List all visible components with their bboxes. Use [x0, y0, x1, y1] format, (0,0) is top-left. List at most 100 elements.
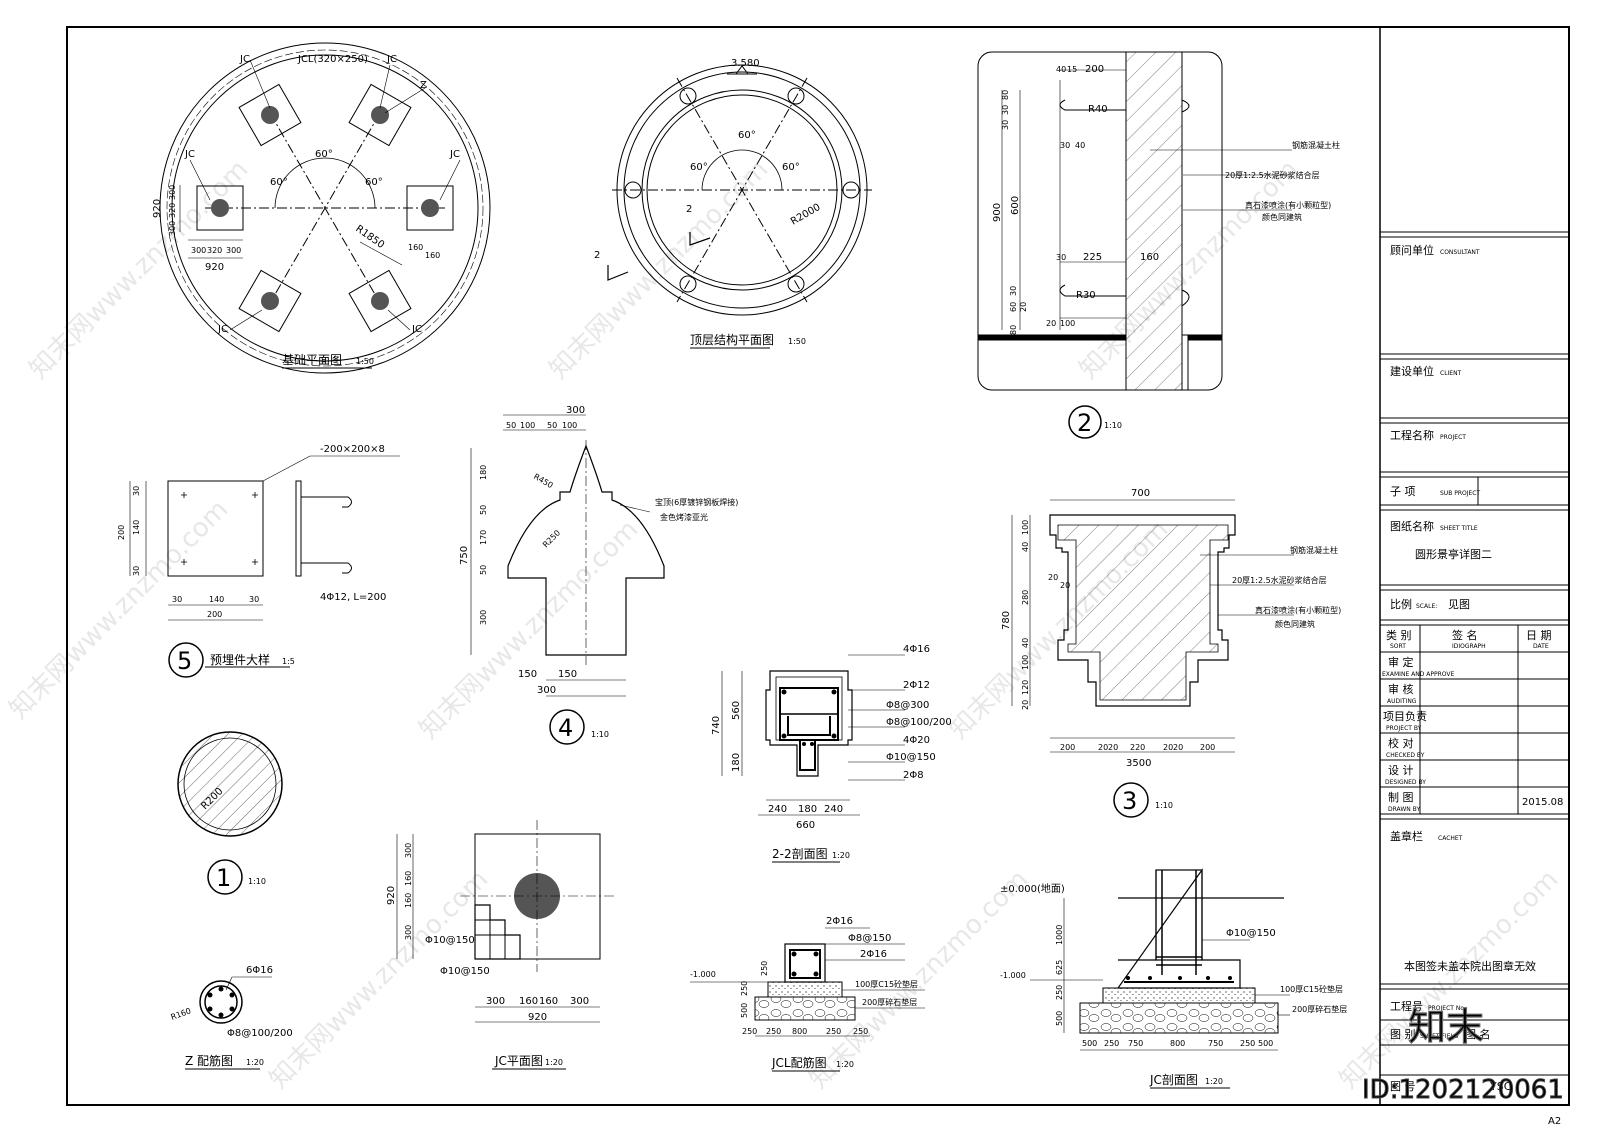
dim: 140: [209, 595, 224, 604]
dim: 750: [1208, 1039, 1223, 1048]
dim: 300: [226, 246, 241, 255]
dim: 300: [479, 610, 488, 625]
drawing-scale: 1:10: [1155, 801, 1173, 810]
rebar-note: Φ8@150: [848, 933, 891, 944]
anchor-spec: 4Φ12, L=200: [320, 592, 386, 603]
note: 颜色同建筑: [1262, 212, 1302, 222]
dim: 800: [1170, 1039, 1185, 1048]
label-jc: JC: [184, 149, 195, 160]
watermark-text: 知末网www.znzmo.com: [1334, 864, 1565, 1095]
detail-marker: [549, 709, 585, 745]
cachet-label: 盖章栏: [1390, 829, 1423, 843]
role-label: 制 图: [1388, 791, 1414, 804]
role-label: 校 对: [1388, 736, 1414, 750]
section-2-2-text: 740 560 180 240 180 240 660 4Φ16 2Φ12 Φ8…: [711, 644, 952, 861]
drawing-scale: 1:20: [545, 1058, 563, 1067]
note: 真石漆喷涂(有小颗粒型): [1255, 605, 1341, 615]
sheet-title-value: 圆形景亭详图二: [1415, 547, 1492, 561]
dim: 30: [1009, 286, 1018, 296]
dim: 250: [766, 1027, 781, 1036]
header-idiograph-en: IDIOGRAPH: [1452, 643, 1486, 650]
angle: 60°: [270, 177, 288, 188]
drawing-title: 预埋件大样: [210, 652, 270, 667]
drawing-scale: 1:10: [1104, 421, 1122, 430]
angle: 60°: [315, 149, 333, 160]
dim: 100: [562, 421, 577, 430]
dim: 750: [1128, 1039, 1143, 1048]
dim: 250: [1240, 1039, 1255, 1048]
dim: 20: [1048, 573, 1058, 582]
drawing-scale: 1:20: [836, 1060, 854, 1069]
sheet-field-label: 图 别: [1390, 1028, 1416, 1041]
drawn-date: 2015.08: [1522, 797, 1563, 808]
sheet-no-value: YSC: [1489, 1080, 1512, 1093]
drawing-scale: 1:20: [246, 1058, 264, 1067]
note: 20厚1:2.5水泥砂浆结合层: [1232, 575, 1327, 585]
rebar-note: 4Φ16: [903, 644, 930, 655]
dim: 280: [1021, 590, 1030, 605]
detail-number: 1: [216, 864, 231, 892]
note: 颜色同建筑: [1275, 619, 1315, 629]
detail-1: R200 1 1:10: [177, 731, 283, 895]
section-mark: 2: [686, 204, 692, 215]
detail-marker: [1068, 405, 1102, 439]
role-label-en: CHECKED BY: [1386, 752, 1425, 759]
detail-3: [1011, 499, 1294, 753]
watermark-text: 知末网www.znzmo.com: [414, 514, 645, 745]
rebar-note: Φ10@150: [440, 966, 490, 977]
role-label-en: DRAWN BY: [1388, 806, 1420, 813]
sheet-no-label: 图 号: [1390, 1080, 1416, 1093]
stamp-note: 本图签未盖本院出图章无效: [1404, 959, 1536, 973]
label-jc: JC: [386, 54, 397, 65]
radius: R1850: [353, 223, 386, 251]
detail-number: 2: [1077, 409, 1092, 437]
detail-3-text: 700 100 40 20 20 280 40 100 120 20 780 2…: [1001, 488, 1341, 818]
sheet-size: A2: [1548, 1116, 1561, 1127]
drawing-title: 2-2剖面图: [772, 847, 828, 861]
elevation: ±0.000(地面): [1000, 882, 1065, 895]
drawing-title: JC剖面图: [1149, 1073, 1198, 1087]
role-label: 项目负责: [1383, 709, 1427, 723]
dim: 20: [1046, 319, 1056, 328]
dim: 80: [1001, 90, 1010, 100]
dim: 780: [1001, 611, 1012, 630]
drawing-title: JC平面图: [494, 1054, 543, 1068]
rebar-note: 2Φ16: [860, 949, 887, 960]
dim: 800: [792, 1027, 807, 1036]
dim: 240: [824, 804, 843, 815]
dim: 15: [1067, 65, 1077, 74]
project-no-label-en: PROJECT No.: [1428, 1005, 1466, 1012]
dim: 300: [566, 405, 585, 416]
label-jc: JC: [449, 149, 460, 160]
rebar-note: Φ8@300: [886, 700, 929, 711]
jc-section: [1030, 868, 1290, 1089]
layer-note: 200厚碎石垫层: [1292, 1004, 1347, 1014]
angle: 60°: [782, 162, 800, 173]
id-watermark: ID:1202120061: [1362, 1075, 1564, 1105]
dim: 920: [205, 262, 224, 273]
note: 宝顶(6厚镀锌钢板焊接): [655, 497, 738, 507]
scale-label-en: SCALE:: [1416, 603, 1437, 610]
dim: 200: [1085, 64, 1104, 75]
rebar-note: Φ8@100/200: [886, 717, 952, 728]
dim: 40: [1075, 141, 1085, 150]
dim: 900: [992, 203, 1003, 222]
section-mark: 2: [594, 250, 600, 261]
sheet-title-label: 图纸名称: [1390, 519, 1434, 533]
dim: 20: [1060, 581, 1070, 590]
logo-watermark: 知末: [1408, 1005, 1484, 1049]
elevation: -1.000: [1000, 971, 1026, 980]
dim: 700: [1131, 488, 1150, 499]
label-jcl: JCL(320×250): [297, 54, 368, 65]
detail-5: [129, 455, 400, 668]
note: 真石漆喷涂(有小颗粒型): [1245, 200, 1331, 210]
consultant-label-en: CONSULTANT: [1440, 249, 1480, 256]
note: 钢筋混凝土柱: [1292, 140, 1340, 150]
jcl-rebar-text: -1.000 250 250 500 250 250 800 250 250 2…: [690, 916, 918, 1070]
dim: 300: [404, 925, 413, 940]
cachet-label-en: CACHET: [1438, 835, 1463, 842]
roof-structure-plan: [607, 64, 872, 349]
dim: 600: [1010, 196, 1021, 215]
title-block: [1379, 27, 1570, 1105]
